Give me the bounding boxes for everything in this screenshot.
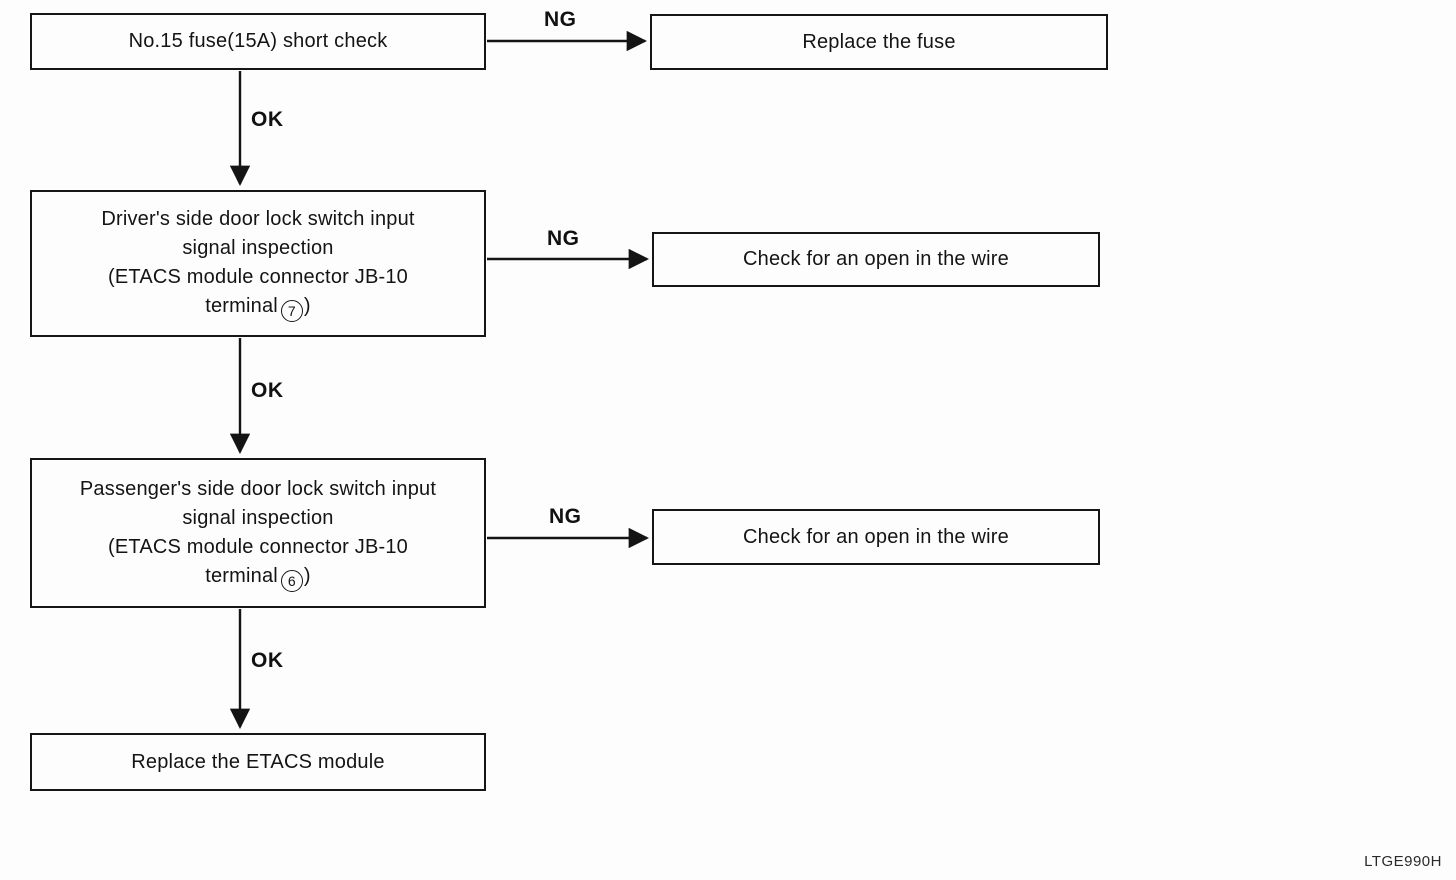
action-check-open-wire-1: Check for an open in the wire — [652, 232, 1100, 287]
action-replace-fuse: Replace the fuse — [650, 14, 1108, 70]
action-replace-etacs-module: Replace the ETACS module — [30, 733, 486, 791]
ng-label-3: NG — [549, 505, 582, 528]
action-replace-fuse-text: Replace the fuse — [802, 30, 956, 53]
action-check-open-wire-1-text: Check for an open in the wire — [743, 248, 1009, 270]
driver-inspection-line-1: Driver's side door lock switch input — [101, 208, 415, 230]
passenger-inspection-line-2: signal inspection — [182, 506, 334, 529]
ng-label-1: NG — [544, 8, 577, 31]
step-fuse-short-check-text: No.15 fuse(15A) short check — [128, 30, 388, 52]
step-passenger-door-lock-switch-inspection: Passenger's side door lock switch input … — [30, 458, 486, 608]
passenger-inspection-line-1: Passenger's side door lock switch input — [79, 477, 437, 500]
step-driver-door-lock-switch-inspection: Driver's side door lock switch input sig… — [30, 190, 486, 337]
driver-inspection-line-3: (ETACS module connector JB-10 — [108, 266, 408, 288]
passenger-inspection-line-3: (ETACS module connector JB-10 — [108, 535, 408, 558]
passenger-terminal-label: terminal — [205, 564, 278, 587]
ng-label-2: NG — [547, 227, 580, 250]
ok-label-3: OK — [251, 649, 284, 672]
action-replace-etacs-module-text: Replace the ETACS module — [131, 750, 385, 773]
ok-label-2: OK — [251, 379, 284, 402]
ok-label-1: OK — [251, 108, 284, 131]
figure-code: LTGE990H — [1364, 853, 1442, 870]
step-fuse-short-check: No.15 fuse(15A) short check — [30, 13, 486, 70]
driver-terminal-label: terminal — [205, 295, 278, 317]
passenger-terminal-circled-digit: 6 — [280, 569, 303, 592]
action-check-open-wire-2-text: Check for an open in the wire — [743, 525, 1009, 548]
driver-terminal-close-paren: ) — [303, 295, 311, 317]
driver-inspection-line-2: signal inspection — [182, 237, 334, 259]
passenger-terminal-close-paren: ) — [303, 564, 311, 587]
action-check-open-wire-2: Check for an open in the wire — [652, 509, 1100, 565]
driver-terminal-circled-digit: 7 — [280, 300, 303, 322]
